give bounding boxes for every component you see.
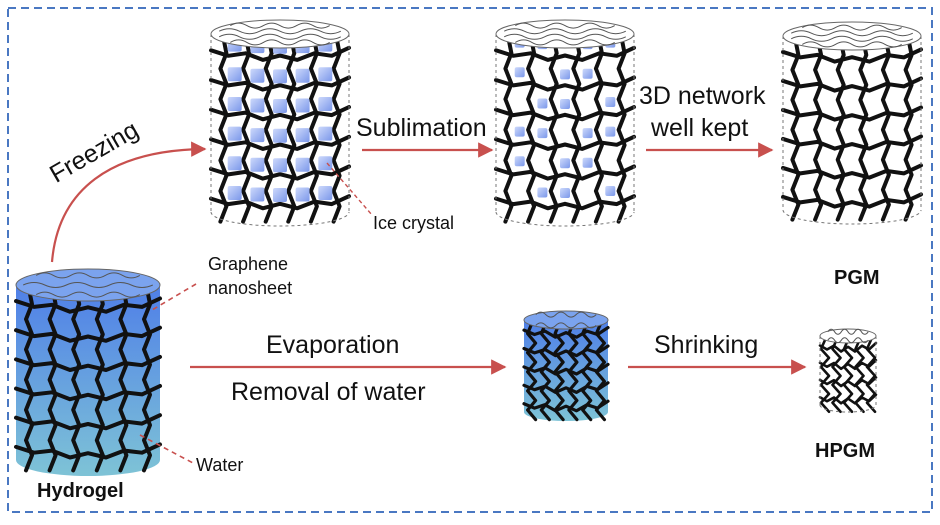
- sublimated-gel-cylinder: [494, 19, 636, 227]
- water-leader: [139, 434, 194, 464]
- frozen-gel-cylinder: [209, 19, 351, 227]
- freezing-arrow: [50, 141, 207, 263]
- water-label: Water: [196, 455, 244, 475]
- removal-label: Removal of water: [231, 378, 426, 406]
- hydrogel-label: Hydrogel: [37, 480, 124, 502]
- network-label-line1: 3D network: [639, 82, 766, 110]
- ice-crystal-label: Ice crystal: [373, 213, 455, 233]
- evaporation-label: Evaporation: [266, 331, 400, 359]
- sublimation-label: Sublimation: [356, 114, 487, 142]
- ice-crystal-leader: [326, 162, 373, 216]
- graphene-label-line1: Graphene: [208, 254, 289, 274]
- pgm-label: PGM: [834, 267, 880, 289]
- graphene-label-line2: nanosheet: [208, 278, 293, 298]
- pgm-cylinder: [781, 21, 923, 225]
- shrinking-label: Shrinking: [654, 331, 759, 359]
- hpgm-cylinder: [818, 328, 878, 414]
- hpgm-label: HPGM: [815, 440, 875, 462]
- outer-dashed-frame: [7, 7, 933, 513]
- network-label-line2: well kept: [651, 114, 749, 142]
- hydrogel-cylinder: [14, 268, 162, 476]
- shrunk-wet-gel-cylinder: [522, 310, 610, 422]
